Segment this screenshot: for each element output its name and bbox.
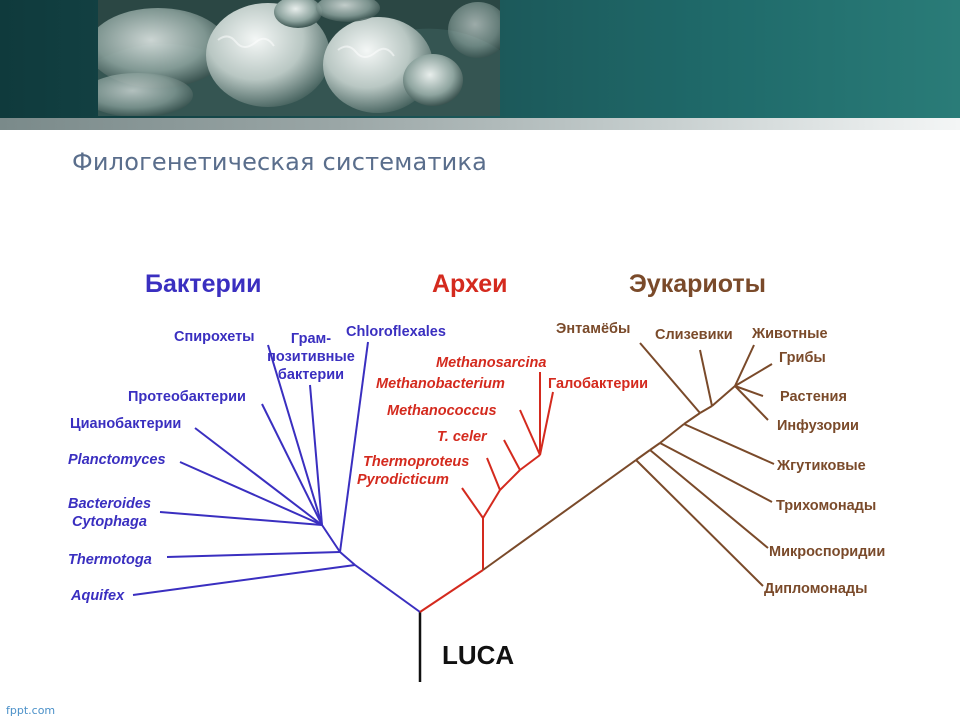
- taxon-animals: Животные: [751, 326, 828, 342]
- taxon-cytophaga: Cytophaga: [72, 514, 147, 530]
- taxon-spirochetes: Спирохеты: [174, 329, 255, 345]
- taxon-aquifex: Aquifex: [70, 588, 125, 604]
- taxon-chloroflexales: Chloroflexales: [346, 324, 446, 340]
- taxon-cyanobacteria: Цианобактерии: [70, 416, 181, 432]
- taxon-halobacteria: Галобактерии: [548, 376, 648, 392]
- taxon-diplomonads: Дипломонады: [764, 581, 868, 597]
- domain-label-archaea: Археи: [432, 270, 508, 298]
- taxon-plants: Растения: [780, 389, 847, 405]
- taxon-thermotoga: Thermotoga: [68, 552, 152, 568]
- taxon-bacteroides: Bacteroides: [68, 496, 151, 512]
- taxon-thermoproteus: Thermoproteus: [363, 454, 469, 470]
- taxon-gram-positive-line2: позитивные: [267, 349, 355, 365]
- taxon-entamoebae: Энтамёбы: [556, 321, 630, 337]
- footer-credit[interactable]: fppt.com: [6, 704, 55, 717]
- taxon-proteobacteria: Протеобактерии: [128, 389, 246, 405]
- root-label-luca: LUCA: [442, 640, 514, 670]
- taxon-t-celer: T. celer: [437, 429, 488, 445]
- taxon-planctomyces: Planctomyces: [68, 452, 166, 468]
- taxon-pyrodicticum: Pyrodicticum: [357, 472, 449, 488]
- taxon-ciliates: Инфузории: [777, 418, 859, 434]
- taxon-methanobacterium: Methanobacterium: [376, 376, 505, 392]
- taxon-flagellates: Жгутиковые: [776, 458, 866, 474]
- taxon-slime-molds: Слизевики: [655, 327, 733, 343]
- taxon-microsporidia: Микроспоридии: [769, 544, 885, 560]
- taxon-methanococcus: Methanococcus: [387, 403, 497, 419]
- domain-label-eukaryota: Эукариоты: [629, 270, 766, 298]
- domain-label-bacteria: Бактерии: [145, 270, 262, 298]
- taxon-fungi: Грибы: [779, 350, 826, 366]
- taxon-gram-positive-line3: бактерии: [278, 367, 344, 383]
- taxon-trichomonads: Трихомонады: [776, 498, 876, 514]
- taxon-gram-positive-line1: Грам-: [291, 331, 331, 347]
- taxon-methanosarcina: Methanosarcina: [436, 355, 546, 371]
